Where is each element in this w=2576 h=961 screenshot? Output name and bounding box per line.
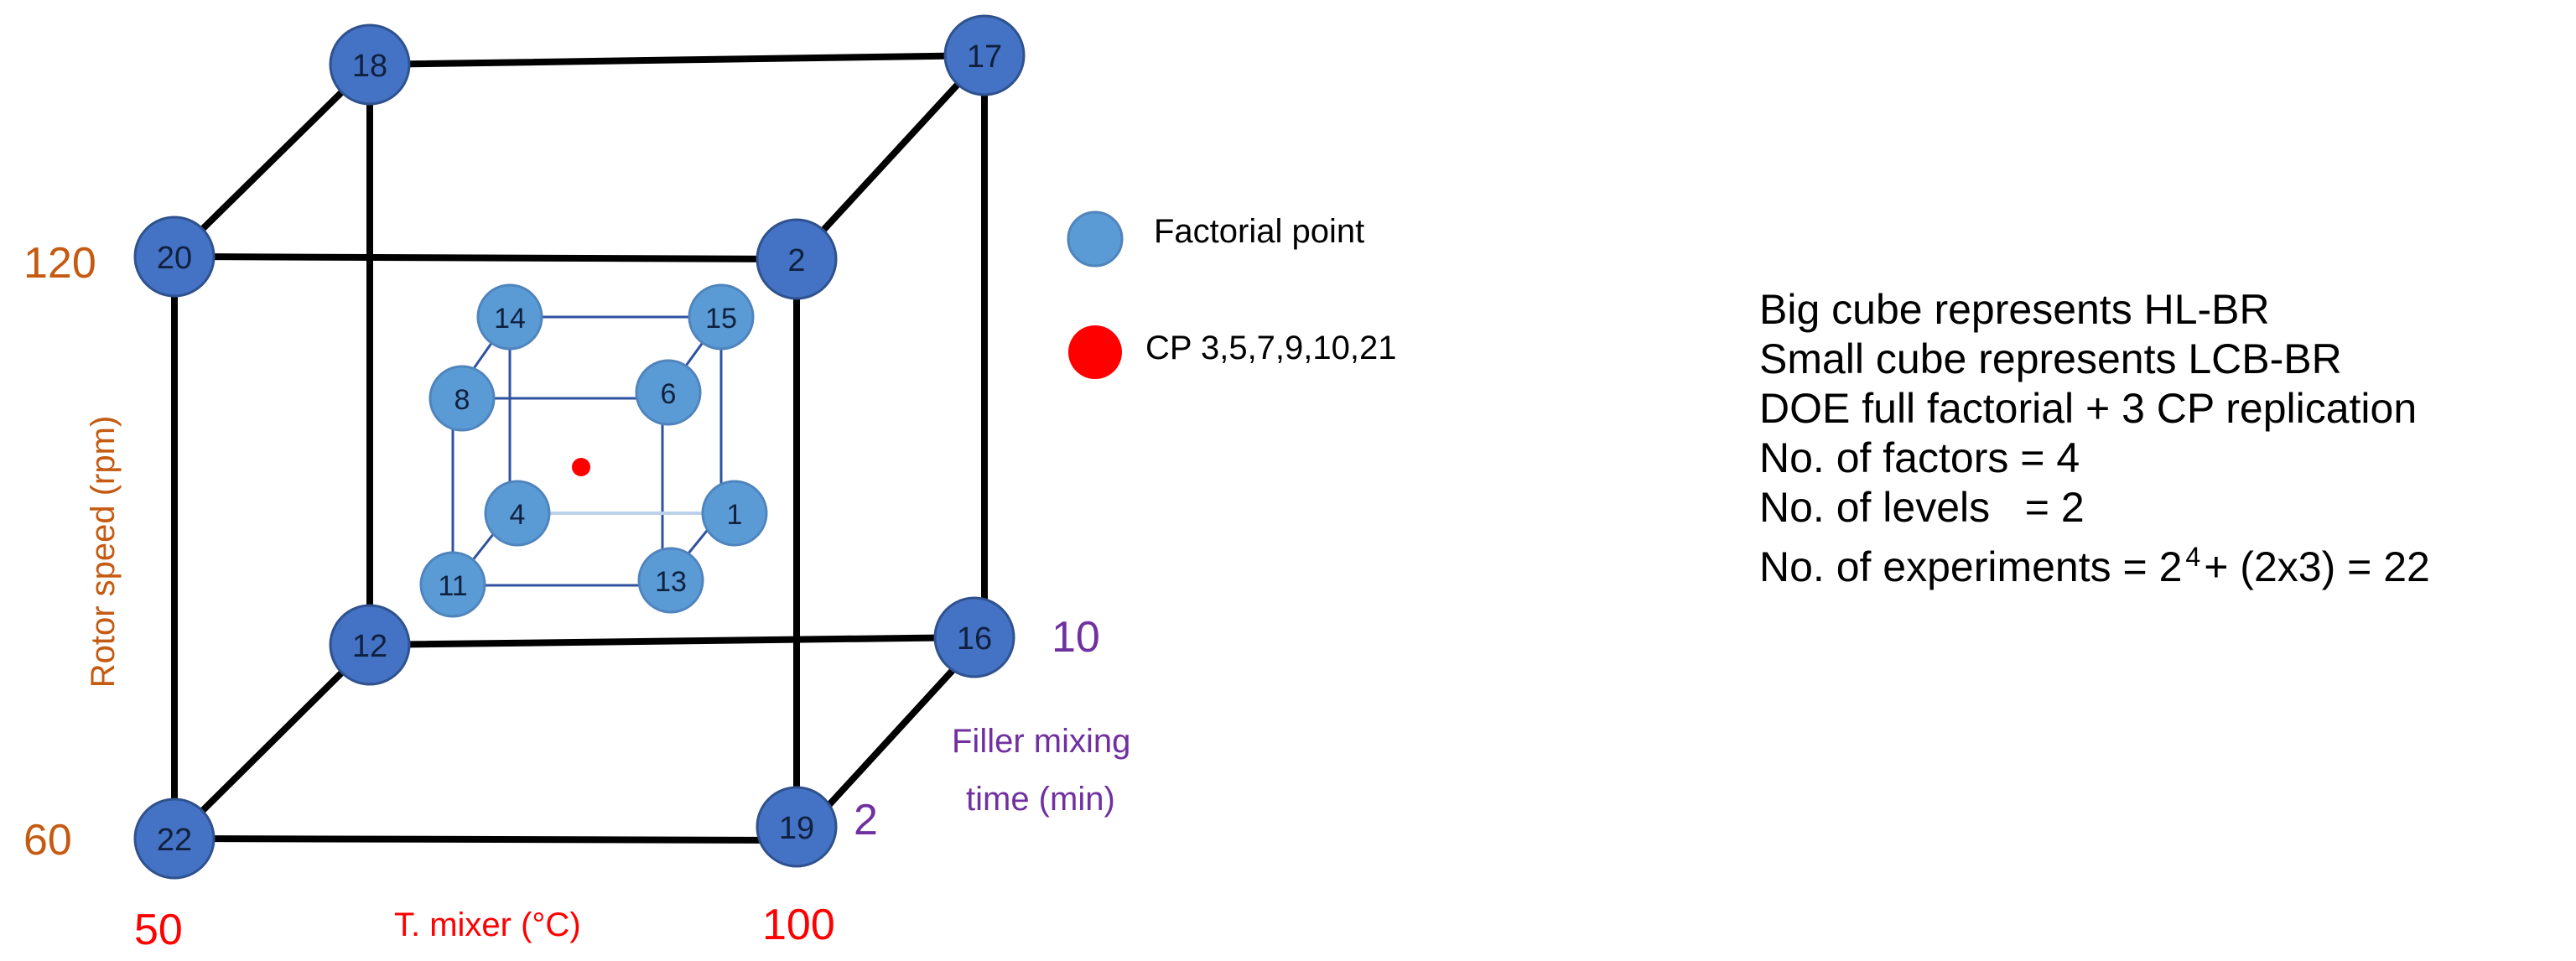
legend-factorial-label: Factorial point (1154, 213, 1364, 250)
small-cube-nodes: 14 15 8 6 4 1 11 13 (419, 283, 768, 618)
node-label-22: 22 (157, 823, 192, 858)
factorial-point-14: 14 (476, 283, 543, 351)
info-doe: DOE full factorial + 3 CP replication (1759, 385, 2418, 432)
t-mixer-axis-label: T. mixer (°C) (394, 906, 581, 943)
node-label-11: 11 (438, 570, 467, 602)
legend-cp-label: CP 3,5,7,9,10,21 (1145, 330, 1397, 366)
node-label-8: 8 (454, 384, 470, 416)
info-experiments-base: No. of experiments = 2 (1759, 543, 2183, 590)
experiment-point-22: 22 (133, 797, 216, 880)
filler-time-axis-label-line2: time (min) (966, 781, 1115, 818)
factorial-point-4: 4 (484, 480, 551, 547)
legend-cp-swatch (1068, 325, 1122, 379)
experiment-info-panel: Big cube represents HL-BR Small cube rep… (1759, 285, 2573, 592)
big-cube-edges (171, 52, 988, 844)
node-label-13: 13 (655, 566, 687, 598)
experiment-point-16: 16 (933, 596, 1015, 678)
node-label-19: 19 (779, 811, 814, 846)
factorial-point-15: 15 (688, 283, 755, 351)
node-label-16: 16 (957, 621, 992, 657)
rotor-speed-axis-label: Rotor speed (rpm) (85, 416, 122, 688)
filler-time-low-value: 2 (854, 796, 878, 844)
small-cube-edges (451, 315, 723, 587)
node-label-17: 17 (967, 39, 1002, 75)
filler-time-high-value: 10 (1052, 613, 1100, 662)
factorial-point-11: 11 (419, 551, 486, 618)
info-experiments-exponent: 4 (2185, 542, 2201, 572)
t-mixer-high-value: 100 (762, 901, 835, 949)
rotor-speed-high-value: 120 (23, 239, 96, 288)
legend: Factorial point CP 3,5,7,9,10,21 (1067, 210, 1397, 379)
filler-time-axis-label-line1: Filler mixing (952, 723, 1130, 760)
experiment-point-12: 12 (329, 604, 411, 686)
experiment-point-18: 18 (329, 23, 411, 106)
info-factors: No. of factors = 4 (1759, 434, 2080, 481)
legend-factorial-swatch (1067, 210, 1124, 268)
t-mixer-low-value: 50 (134, 906, 183, 954)
node-label-18: 18 (352, 49, 387, 84)
factorial-point-6: 6 (635, 359, 702, 426)
rotor-speed-low-value: 60 (23, 816, 72, 865)
factorial-point-13: 13 (637, 547, 704, 614)
factorial-point-1: 1 (701, 480, 768, 547)
experiment-point-20: 20 (133, 216, 216, 298)
experiment-point-19: 19 (756, 786, 838, 868)
info-big-cube: Big cube represents HL-BR (1759, 286, 2270, 333)
node-label-1: 1 (727, 499, 743, 531)
big-cube-nodes: 18 17 20 2 12 16 22 19 (133, 14, 1026, 880)
node-label-2: 2 (787, 243, 805, 278)
info-experiments-rest: + (2x3) = 22 (2204, 543, 2430, 590)
experiment-point-2: 2 (756, 218, 838, 300)
center-point-marker (572, 458, 590, 476)
node-label-14: 14 (494, 303, 526, 335)
experiment-point-17: 17 (943, 14, 1026, 96)
info-levels: No. of levels = 2 (1759, 484, 2085, 531)
factorial-point-8: 8 (428, 365, 496, 432)
node-label-15: 15 (705, 303, 737, 335)
node-label-12: 12 (352, 629, 387, 664)
info-small-cube: Small cube represents LCB-BR (1759, 335, 2342, 382)
node-label-6: 6 (661, 378, 677, 410)
node-label-4: 4 (510, 499, 526, 531)
node-label-20: 20 (157, 241, 192, 276)
